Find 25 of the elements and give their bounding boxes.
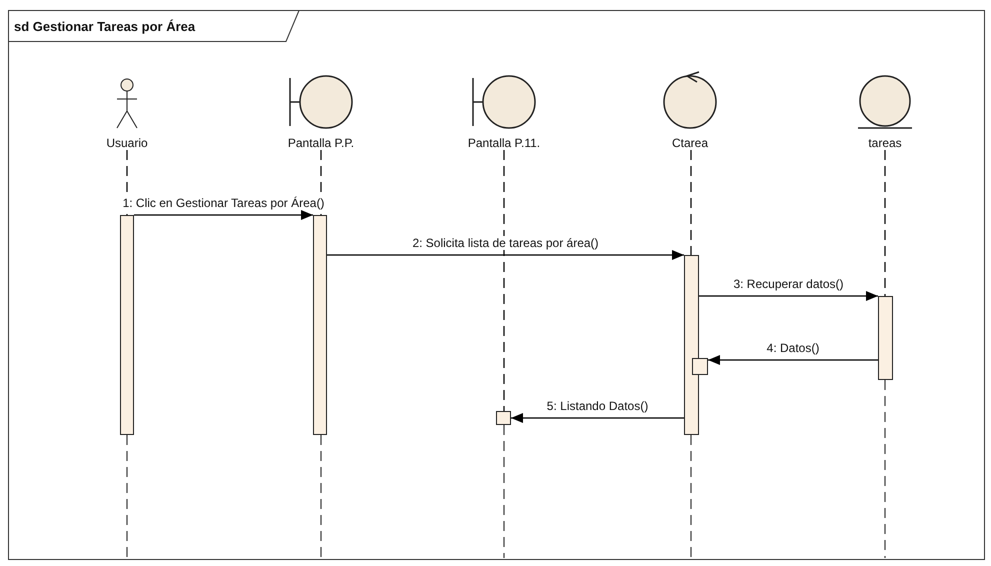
lifeline-name: Pantalla P.11. — [468, 136, 540, 150]
activation-bar — [496, 411, 511, 425]
lifeline-name: Usuario — [106, 136, 148, 150]
activation-bar — [684, 255, 699, 435]
message-label: 1: Clic en Gestionar Tareas por Área() — [122, 196, 326, 210]
activation-bar — [692, 358, 708, 375]
activation-bar — [120, 215, 134, 435]
message-arrow — [327, 250, 684, 260]
lifeline-name: tareas — [868, 136, 902, 150]
message-label: 3: Recuperar datos() — [732, 277, 845, 291]
activation-bar — [878, 296, 893, 380]
diagram-title: sd Gestionar Tareas por Área — [14, 18, 196, 36]
lifeline — [690, 150, 692, 255]
message-label: 4: Datos() — [766, 341, 820, 355]
lifeline — [884, 150, 886, 296]
message-arrow — [708, 355, 878, 365]
message-label: 2: Solicita lista de tareas por área() — [411, 236, 600, 250]
lifeline-name: Ctarea — [672, 136, 708, 150]
message-arrow — [511, 413, 684, 423]
lifeline — [503, 150, 505, 411]
lifeline-name: Pantalla P.P. — [288, 136, 354, 150]
activation-bar — [313, 215, 327, 435]
message-arrow — [699, 291, 878, 301]
message-arrow — [134, 210, 313, 220]
message-label: 5: Listando Datos() — [546, 399, 650, 413]
